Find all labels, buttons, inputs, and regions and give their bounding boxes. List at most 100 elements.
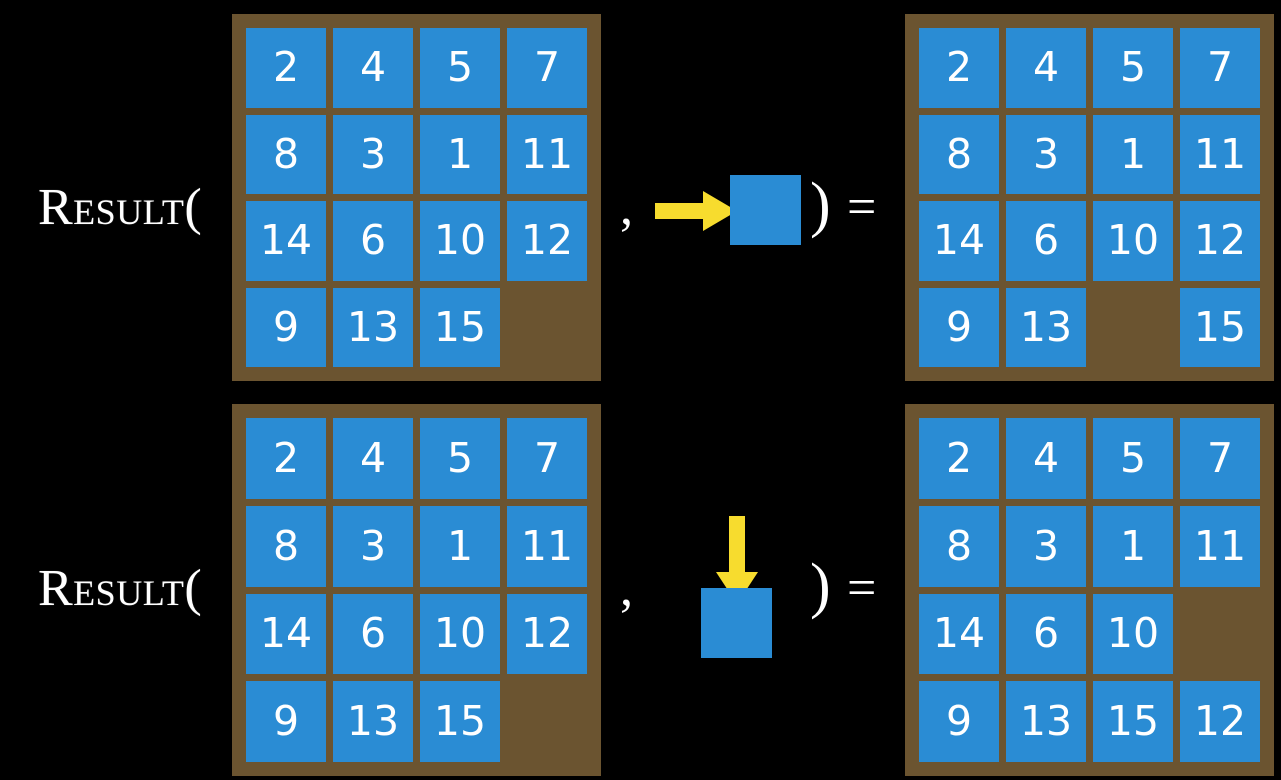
tile-value: 15 [420, 287, 500, 367]
input-row2-cell[interactable]: 14 [246, 593, 326, 675]
input-row1-cell[interactable]: 5 [420, 28, 500, 108]
tile-value: 1 [420, 114, 500, 194]
output-row1-cell[interactable]: 13 [1006, 287, 1086, 367]
tile-value: 5 [420, 28, 500, 108]
input-row1-cell[interactable]: 3 [333, 114, 413, 194]
input-row2-cell[interactable]: 7 [507, 418, 587, 499]
tile-value: 13 [1006, 287, 1086, 367]
input-row1-cell[interactable]: 11 [507, 114, 587, 194]
input-row1-cell[interactable]: 8 [246, 114, 326, 194]
input-row1-cell[interactable]: 6 [333, 201, 413, 281]
tile-value: 8 [919, 505, 999, 587]
output-row1-cell[interactable]: 5 [1093, 28, 1173, 108]
input-row1-cell[interactable]: 7 [507, 28, 587, 108]
output-row2-cell[interactable]: 7 [1180, 418, 1260, 499]
result-label-row2: Result( [38, 560, 203, 617]
output-row2-cell[interactable]: 2 [919, 418, 999, 499]
output-row1-cell[interactable]: 8 [919, 114, 999, 194]
output-row2-cell[interactable]: 8 [919, 505, 999, 587]
input-row2-cell[interactable]: 4 [333, 418, 413, 499]
input-row1-cell[interactable]: 9 [246, 287, 326, 367]
tile-value: 5 [1093, 28, 1173, 108]
tile-value: 3 [333, 505, 413, 587]
output-row2-cell[interactable]: 4 [1006, 418, 1086, 499]
input-row2-cell[interactable]: 13 [333, 681, 413, 762]
tile-value: 14 [919, 201, 999, 281]
input-row1-cell[interactable]: 13 [333, 287, 413, 367]
input-row2-cell[interactable]: 1 [420, 505, 500, 587]
input-row2-cell[interactable]: 10 [420, 593, 500, 675]
input-row2-cell[interactable]: 8 [246, 505, 326, 587]
tile-value: 3 [1006, 505, 1086, 587]
output-row1-cell[interactable]: 10 [1093, 201, 1173, 281]
output-row1-cell[interactable]: 3 [1006, 114, 1086, 194]
output-row1-cell[interactable]: 7 [1180, 28, 1260, 108]
tile-value: 8 [919, 114, 999, 194]
operand-tile-row2 [701, 588, 772, 658]
output-row2-cell[interactable]: 3 [1006, 505, 1086, 587]
tile-value: 14 [246, 201, 326, 281]
output-row2-cell[interactable]: 6 [1006, 593, 1086, 675]
input-row1-cell[interactable]: 10 [420, 201, 500, 281]
input-row1-cell[interactable]: 4 [333, 28, 413, 108]
tile-value: 2 [919, 418, 999, 499]
tile-value: 6 [333, 201, 413, 281]
tile-value: 10 [420, 201, 500, 281]
output-row1-cell[interactable]: 2 [919, 28, 999, 108]
input-row1-blank-cell [507, 288, 587, 368]
tile-value [1180, 594, 1260, 675]
tile-value: 11 [1180, 114, 1260, 194]
output-row2-cell[interactable]: 14 [919, 593, 999, 675]
input-row2-cell[interactable]: 15 [420, 681, 500, 762]
tile-value: 5 [1093, 418, 1173, 499]
tile-value: 2 [919, 28, 999, 108]
close-paren-row1: ) [810, 171, 831, 239]
output-row1-cell[interactable]: 1 [1093, 114, 1173, 194]
output-row1-cell[interactable]: 6 [1006, 201, 1086, 281]
input-row1-cell[interactable]: 1 [420, 114, 500, 194]
operand-tile-row1 [730, 175, 801, 245]
output-row2-blank-cell [1180, 594, 1260, 675]
output-row1-cell[interactable]: 9 [919, 287, 999, 367]
output-row2-cell[interactable]: 15 [1093, 681, 1173, 762]
input-row2-cell[interactable]: 9 [246, 681, 326, 762]
input-row1-cell[interactable]: 12 [507, 201, 587, 281]
output-row2-cell[interactable]: 12 [1180, 681, 1260, 762]
input-row2-cell[interactable]: 3 [333, 505, 413, 587]
equals-sign-row2: = [847, 560, 877, 617]
input-row2-cell[interactable]: 12 [507, 593, 587, 675]
output-row2-cell[interactable]: 13 [1006, 681, 1086, 762]
output-row1-cell[interactable]: 4 [1006, 28, 1086, 108]
tile-value: 7 [507, 28, 587, 108]
tile-value: 6 [1006, 593, 1086, 675]
tile-value: 4 [333, 418, 413, 499]
arrow-down-icon [716, 516, 758, 604]
tile-value: 4 [1006, 418, 1086, 499]
tile-value: 11 [507, 505, 587, 587]
close-paren-row2: ) [810, 552, 831, 620]
input-row2-cell[interactable]: 5 [420, 418, 500, 499]
tile-value: 8 [246, 114, 326, 194]
output-row2-cell[interactable]: 9 [919, 681, 999, 762]
output-row2-cell[interactable]: 1 [1093, 505, 1173, 587]
input-row1-cell[interactable]: 2 [246, 28, 326, 108]
arrow-right-icon [655, 191, 737, 231]
output-row1-blank-cell [1093, 288, 1173, 368]
input-row2-cell[interactable]: 6 [333, 593, 413, 675]
input-row1-cell[interactable]: 14 [246, 201, 326, 281]
output-row1-cell[interactable]: 11 [1180, 114, 1260, 194]
tile-value: 6 [1006, 201, 1086, 281]
output-row1-cell[interactable]: 12 [1180, 201, 1260, 281]
output-row2-cell[interactable]: 10 [1093, 593, 1173, 675]
output-row1-cell[interactable]: 14 [919, 201, 999, 281]
output-row2-cell[interactable]: 11 [1180, 505, 1260, 587]
input-row2-cell[interactable]: 11 [507, 505, 587, 587]
tile-value: 1 [1093, 505, 1173, 587]
output-row2-cell[interactable]: 5 [1093, 418, 1173, 499]
input-row1-cell[interactable]: 15 [420, 287, 500, 367]
output-row1-cell[interactable]: 15 [1180, 287, 1260, 367]
tile-value: 3 [333, 114, 413, 194]
input-row2-cell[interactable]: 2 [246, 418, 326, 499]
